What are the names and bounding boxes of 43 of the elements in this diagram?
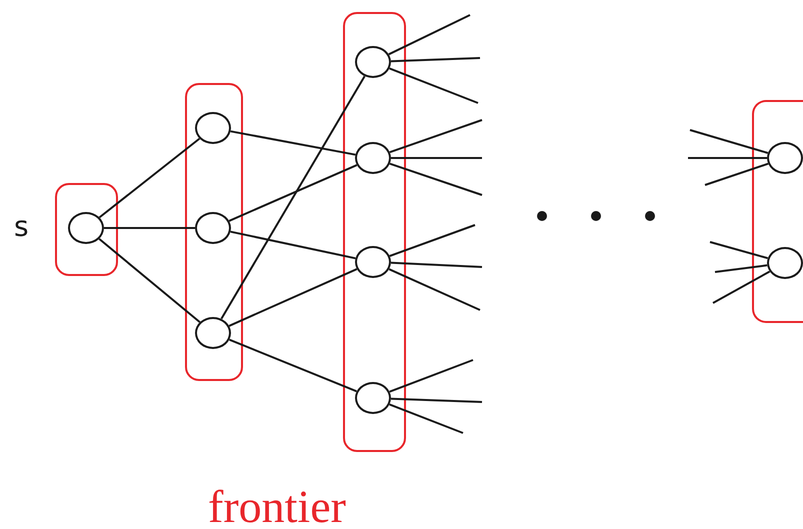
edge-line [98,138,200,218]
edge-line [704,162,769,186]
node-circle [355,246,391,278]
node-label: s [14,213,29,241]
node-circle [355,142,391,174]
node-circle [195,212,231,244]
edge-line [228,164,358,222]
group-outline [185,83,243,381]
edge-line [388,14,470,56]
edge-line [390,262,482,268]
edge-line [690,129,768,154]
edge-line [714,264,768,273]
edge-line [230,130,356,156]
edge-line [712,270,770,304]
node-circle [68,212,104,244]
edge-line [710,241,768,260]
edge-line [388,268,480,311]
node-circle [355,46,391,78]
edge-line [389,162,482,196]
group-outline [752,100,803,323]
edge-line [98,238,200,323]
node-circle [767,247,803,279]
edge-line [230,230,356,260]
edge-line [229,338,357,392]
edge-line [389,403,464,434]
edge-line [391,157,482,159]
edge-line [390,398,482,403]
node-circle [355,382,391,414]
edge-line [389,67,478,104]
edge-line [220,76,366,320]
edge-line [390,57,480,62]
node-circle [195,317,231,349]
node-circle [195,112,231,144]
group-outline [55,183,118,276]
group-outline [343,12,406,452]
edge-line [688,157,767,159]
edge-line [228,268,358,327]
edge-line [104,227,195,229]
label-text: frontier [208,484,346,529]
edge-line [389,224,476,257]
node-circle [767,142,803,174]
edge-line [389,359,474,393]
edge-line [389,119,482,154]
